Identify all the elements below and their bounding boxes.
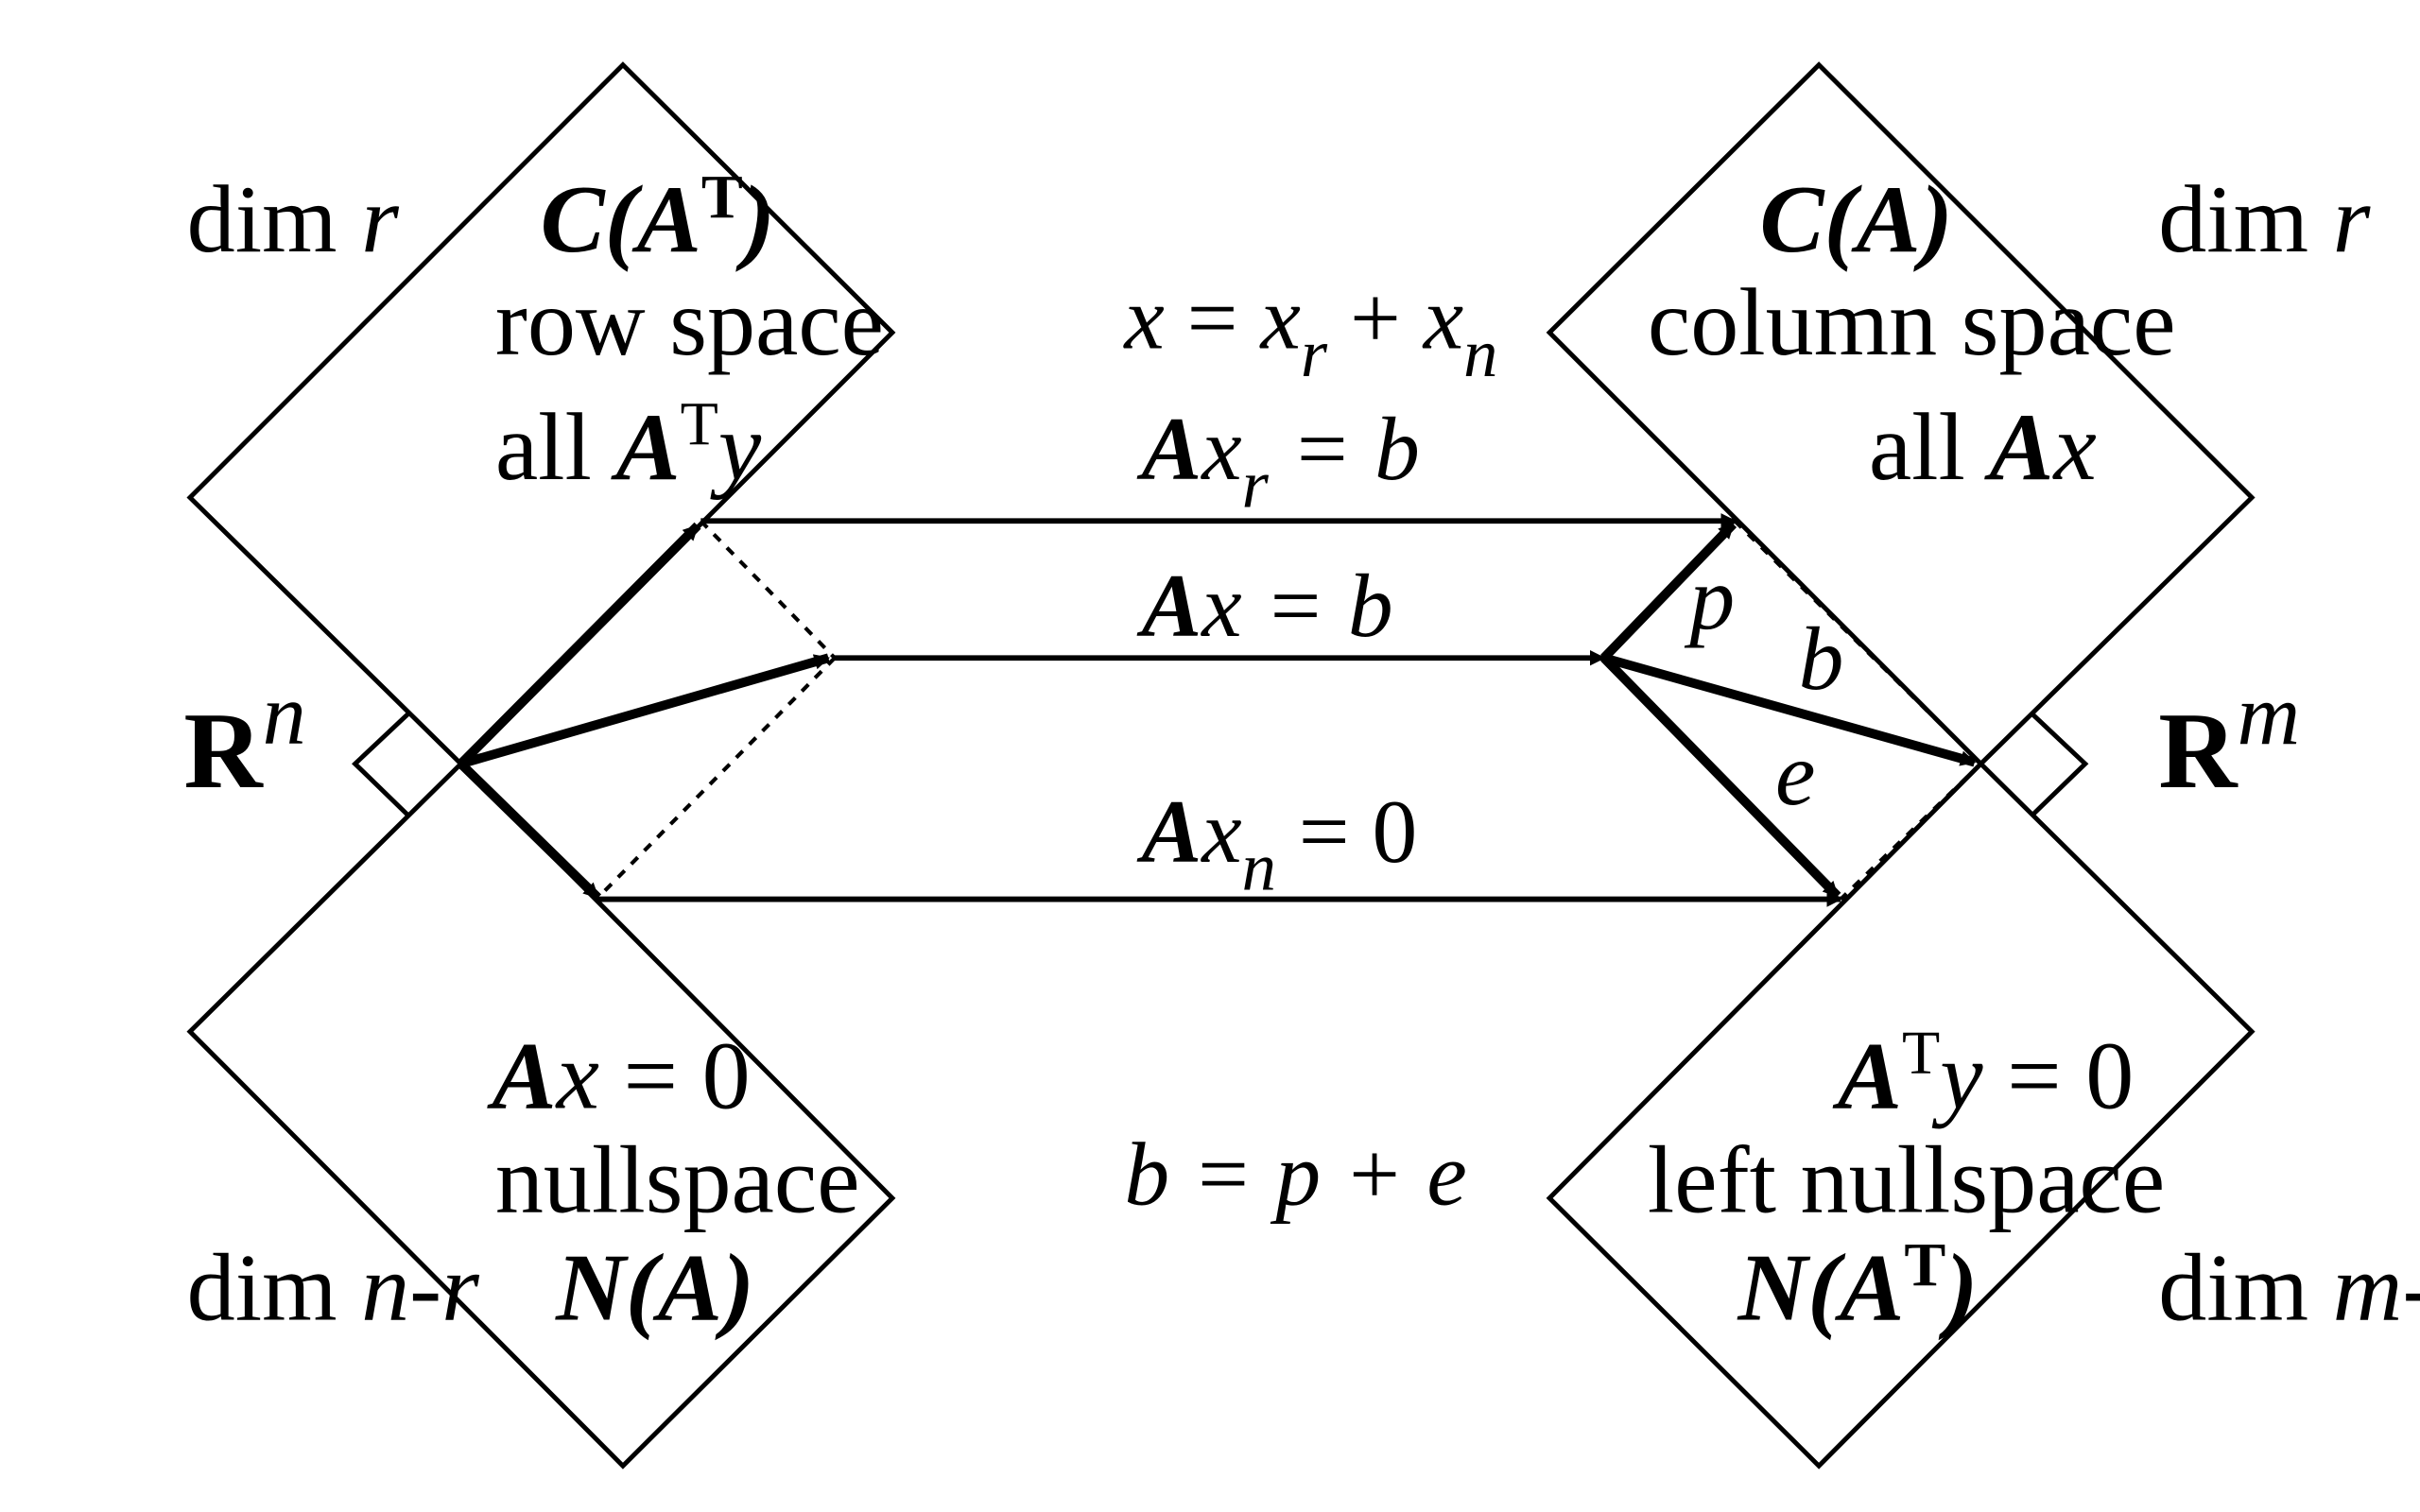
rn-sup: n (263, 666, 306, 763)
rn-label: Rn (183, 666, 305, 811)
decomposition-label: x = xr + xn (1122, 267, 1497, 391)
nullspace-dim-var: n-r (361, 1234, 480, 1341)
row-space-desc: all ATy (495, 390, 762, 501)
right-dotted-top (1733, 519, 1982, 765)
left-nullspace-symbol-close: ) (1938, 1234, 1978, 1341)
column-space-dim-prefix: dim (2158, 166, 2332, 273)
row-space-desc-prefix: all (495, 394, 616, 501)
e-vector (1600, 654, 1841, 900)
nullspace-symbol: N(A) (555, 1234, 754, 1341)
left-right-angle-marker (352, 712, 410, 817)
decomp-t1-sub: r (1301, 315, 1328, 391)
left-nullspace-symbol: N(AT) (1737, 1230, 1978, 1341)
rm-label: Rm (2158, 666, 2300, 811)
null-map-sub: n (1242, 829, 1276, 905)
projection-label: b = p + e (1124, 1124, 1466, 1224)
nullspace-name: nullspace (495, 1127, 860, 1234)
row-space-name: row space (495, 269, 884, 376)
row-map-a: A (1137, 399, 1202, 499)
nullspace-eq-a: A (487, 1022, 557, 1129)
decomp-t2: x (1422, 267, 1463, 368)
row-space-desc-sup: T (681, 390, 718, 459)
column-space-dim: dim r (2158, 166, 2371, 273)
row-space-dim: dim r (187, 166, 400, 273)
nullspace-eq-var: x (555, 1022, 599, 1129)
column-space-desc: all Ax (1869, 394, 2097, 501)
nullspace-eq: Ax = 0 (487, 1022, 751, 1129)
left-nullspace-symbol-sup: T (1904, 1230, 1945, 1299)
column-space-desc-prefix: all (1869, 394, 1990, 501)
null-map-label: Axn = 0 (1137, 782, 1418, 905)
row-space-dim-prefix: dim (187, 166, 361, 273)
row-map-rhs: = b (1269, 399, 1420, 499)
null-map-rhs: = 0 (1276, 782, 1417, 882)
e-label: e (1775, 724, 1815, 824)
column-space-desc-a: A (1983, 394, 2053, 501)
row-space-symbol-sup: T (701, 163, 743, 232)
left-nullspace-dim: dim m-r (2158, 1234, 2420, 1341)
left-nullspace-symbol-base: N(A (1737, 1234, 1904, 1341)
right-right-angle-marker (2031, 712, 2089, 817)
decomp-plus: + (1327, 267, 1424, 368)
left-nullspace-eq-rest: = 0 (1983, 1022, 2135, 1129)
nullspace-dim-prefix: dim (187, 1234, 361, 1341)
nullspace-diamond (186, 760, 896, 1469)
p-vector (1600, 521, 1737, 662)
xn-vector (458, 760, 602, 902)
left-nullspace-name: left nullspace (1648, 1127, 2165, 1234)
left-parallelogram-top (699, 519, 837, 660)
rm-sup: m (2238, 666, 2301, 763)
x-vector (459, 653, 830, 768)
full-map-rhs: = b (1242, 556, 1393, 656)
decomp-t1: x (1258, 267, 1300, 368)
left-parallelogram-bottom (595, 656, 837, 902)
b-vector (1602, 653, 1977, 767)
decomp-t2-sub: n (1463, 315, 1497, 391)
p-label: p (1684, 548, 1735, 648)
left-nullspace-eq-a: A (1832, 1022, 1902, 1129)
row-space-desc-var: y (710, 394, 762, 501)
full-map-label: Ax = b (1137, 556, 1393, 656)
decomp-eq: = (1165, 267, 1261, 368)
full-map-var: x (1200, 556, 1241, 656)
null-map-a: A (1137, 782, 1202, 882)
column-space-dim-var: r (2333, 166, 2372, 273)
row-map-var: x (1200, 399, 1241, 499)
full-map-a: A (1137, 556, 1202, 656)
nullspace-dim: dim n-r (187, 1234, 480, 1341)
right-dotted-bottom (1839, 762, 1982, 902)
left-nullspace-eq: ATy = 0 (1832, 1019, 2134, 1129)
row-space-symbol: C(AT) (541, 163, 775, 273)
decomp-lhs: x (1122, 267, 1164, 368)
column-space-name: column space (1648, 269, 2176, 376)
row-space-symbol-close: ) (735, 166, 775, 273)
column-space-desc-var: x (2052, 394, 2097, 501)
left-nullspace-dim-prefix: dim (2158, 1234, 2332, 1341)
nullspace-eq-rest: = 0 (599, 1022, 751, 1129)
rm-base: R (2158, 690, 2238, 811)
xr-vector (458, 522, 701, 767)
row-map-label: Axr = b (1137, 399, 1420, 523)
b-label: b (1799, 609, 1844, 709)
row-space-desc-a: A (610, 394, 680, 501)
left-nullspace-diamond (1546, 760, 2256, 1469)
left-nullspace-eq-var: y (1931, 1022, 1983, 1129)
rn-base: R (183, 690, 264, 811)
null-map-var: x (1200, 782, 1241, 882)
row-space-symbol-base: C(A (541, 166, 701, 273)
left-nullspace-eq-sup: T (1902, 1019, 1940, 1088)
left-nullspace-dim-var: m-r (2333, 1234, 2420, 1341)
row-map-sub: r (1242, 445, 1270, 522)
column-space-symbol: C(A) (1760, 166, 1953, 273)
row-space-dim-var: r (361, 166, 400, 273)
